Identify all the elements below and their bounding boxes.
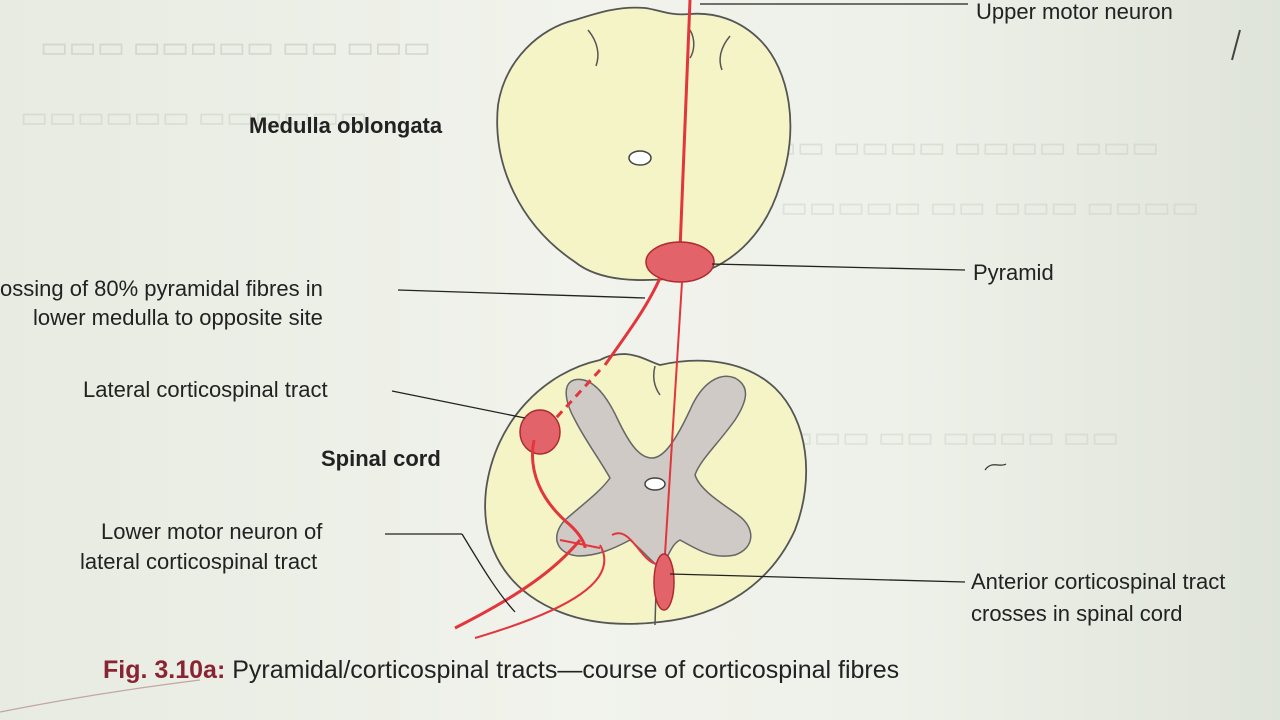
leader-line [391, 390, 526, 419]
crossing-fibre-dashed [554, 368, 602, 420]
lower-motor-neuron-fibre [454, 539, 582, 630]
leader-line [669, 573, 966, 583]
leader-line [397, 289, 646, 299]
anterior-fibre [663, 281, 683, 571]
grey-matter [555, 375, 752, 570]
medulla-oblongata-label: Medulla oblongata [249, 113, 443, 138]
lateral-tract-descending-fibre [531, 439, 587, 549]
anterior-crossing-fibre [559, 539, 601, 549]
figure-caption-text: Pyramidal/corticospinal tracts—course of… [232, 656, 900, 684]
lower-motor-label-line1: Lower motor neuron of [101, 519, 323, 544]
lateral-tract-label: Lateral corticospinal tract [83, 377, 328, 402]
posterior-median-groove [653, 365, 661, 396]
leader-line [711, 263, 966, 271]
medulla-groove [689, 29, 695, 59]
medulla-groove [587, 29, 599, 67]
spinal-cord-label: Spinal cord [321, 446, 441, 471]
pencil-mark [0, 679, 201, 713]
crossing-label-line1: ossing of 80% pyramidal fibres in [0, 276, 323, 301]
pencil-mark [1231, 29, 1241, 61]
anterior-corticospinal-tract-shape [653, 553, 675, 611]
medulla-oblongata-shape [496, 6, 792, 281]
medulla-central-canal [628, 150, 652, 166]
crossing-label-line2: lower medulla to opposite site [33, 305, 323, 330]
lower-motor-neuron-fibre [474, 544, 606, 639]
crossing-fibre [603, 277, 662, 366]
medulla-groove [719, 35, 731, 71]
upper-motor-neuron-fibre [678, 0, 692, 251]
pyramid-label: Pyramid [973, 260, 1054, 285]
pencil-mark [984, 463, 1007, 471]
anterior-tract-label-line2: crosses in spinal cord [971, 601, 1183, 626]
pyramid-shape [645, 241, 715, 283]
lower-motor-label-line2: lateral corticospinal tract [80, 549, 318, 574]
figure-number: Fig. 3.10a: [103, 656, 226, 684]
spinal-central-canal [644, 477, 666, 491]
upper-motor-neuron-label: Upper motor neuron [976, 0, 1173, 24]
figure-caption: Fig. 3.10a: Pyramidal/corticospinal trac… [103, 656, 899, 685]
leader-line [461, 533, 516, 613]
anterior-crossing-fibre [611, 532, 657, 565]
anterior-tract-label-line1: Anterior corticospinal tract [971, 569, 1226, 594]
lateral-corticospinal-tract-shape [519, 409, 561, 455]
